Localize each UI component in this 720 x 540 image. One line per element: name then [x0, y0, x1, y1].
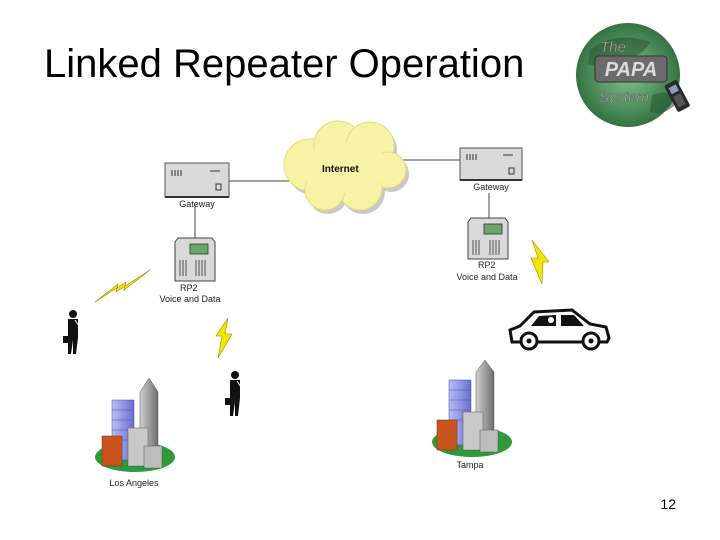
person-icon-mobile [225, 371, 242, 416]
right-repeater-display [483, 223, 503, 235]
left-gateway-body [164, 162, 230, 198]
right-gateway-label: Gateway [473, 182, 509, 192]
right-gateway-slots [466, 154, 515, 175]
logo-continent-2 [650, 92, 676, 113]
city-icon-tampa: Tampa [432, 359, 512, 470]
right-gateway-body [459, 147, 523, 181]
city-icon-los-angeles: Los Angeles [95, 377, 175, 488]
logo-word-the: The [600, 39, 626, 56]
left-gateway-slots [171, 170, 222, 191]
logo-word-system: System [599, 89, 649, 106]
left-repeater-desc: Voice and Data [159, 294, 220, 304]
logo-plaque [594, 55, 668, 83]
left-repeater: RP2 Voice and Data [159, 237, 221, 304]
right-repeater: RP2 Voice and Data [456, 217, 518, 282]
papa-system-logo: The PAPA System [576, 23, 690, 127]
cloud-label: Internet [322, 164, 359, 175]
cloud-body [283, 120, 407, 211]
lightning-icon-left-mobile [215, 317, 233, 359]
car-icon [508, 308, 611, 351]
right-repeater-name: RP2 [478, 260, 496, 270]
city-label-los-angeles: Los Angeles [109, 478, 159, 488]
left-gateway-label: Gateway [179, 199, 215, 209]
lightning-icon-left-radio [94, 269, 151, 303]
logo-word-brand: PAPA [605, 59, 658, 81]
left-repeater-display [189, 243, 209, 255]
logo-phone-icon [664, 80, 690, 112]
city-label-tampa: Tampa [456, 460, 483, 470]
left-repeater-name: RP2 [180, 283, 198, 293]
right-gateway: Gateway [459, 147, 523, 192]
lightning-icon-right-radio [530, 239, 550, 285]
right-repeater-desc: Voice and Data [456, 272, 517, 282]
person-icon-left [63, 310, 80, 354]
left-gateway: Gateway [164, 162, 230, 209]
page-number: 12 [660, 496, 676, 512]
internet-cloud: Internet [283, 120, 409, 214]
slide-title: Linked Repeater Operation [44, 42, 525, 86]
